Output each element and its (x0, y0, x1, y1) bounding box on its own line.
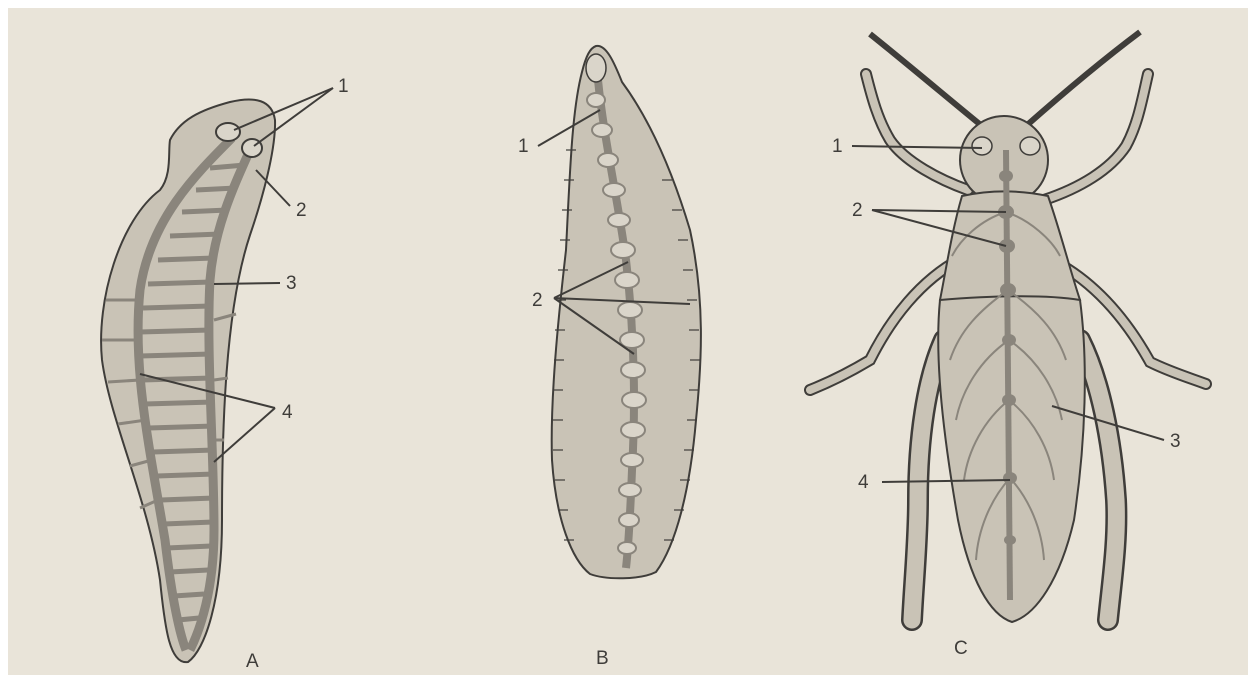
panel-c-label-4: 4 (858, 472, 869, 493)
panel-a-caption: A (246, 651, 259, 672)
flatworm-ganglion-left (216, 123, 240, 141)
insect-eye-right (1020, 137, 1040, 155)
panel-a-label-1: 1 (338, 76, 349, 97)
panel-b-label-1: 1 (518, 136, 529, 157)
annelid-head (586, 54, 606, 82)
insect-eye-left (972, 137, 992, 155)
panel-c-label-1: 1 (832, 136, 843, 157)
panel-a-label-4: 4 (282, 402, 293, 423)
panel-c-caption: C (954, 638, 968, 659)
panel-c-label-3: 3 (1170, 431, 1181, 452)
panel-c-label-2: 2 (852, 200, 863, 221)
panel-b-label-2: 2 (532, 290, 543, 311)
panel-a-label-3: 3 (286, 273, 297, 294)
panel-b-caption: B (596, 648, 609, 669)
panel-a-label-2: 2 (296, 200, 307, 221)
